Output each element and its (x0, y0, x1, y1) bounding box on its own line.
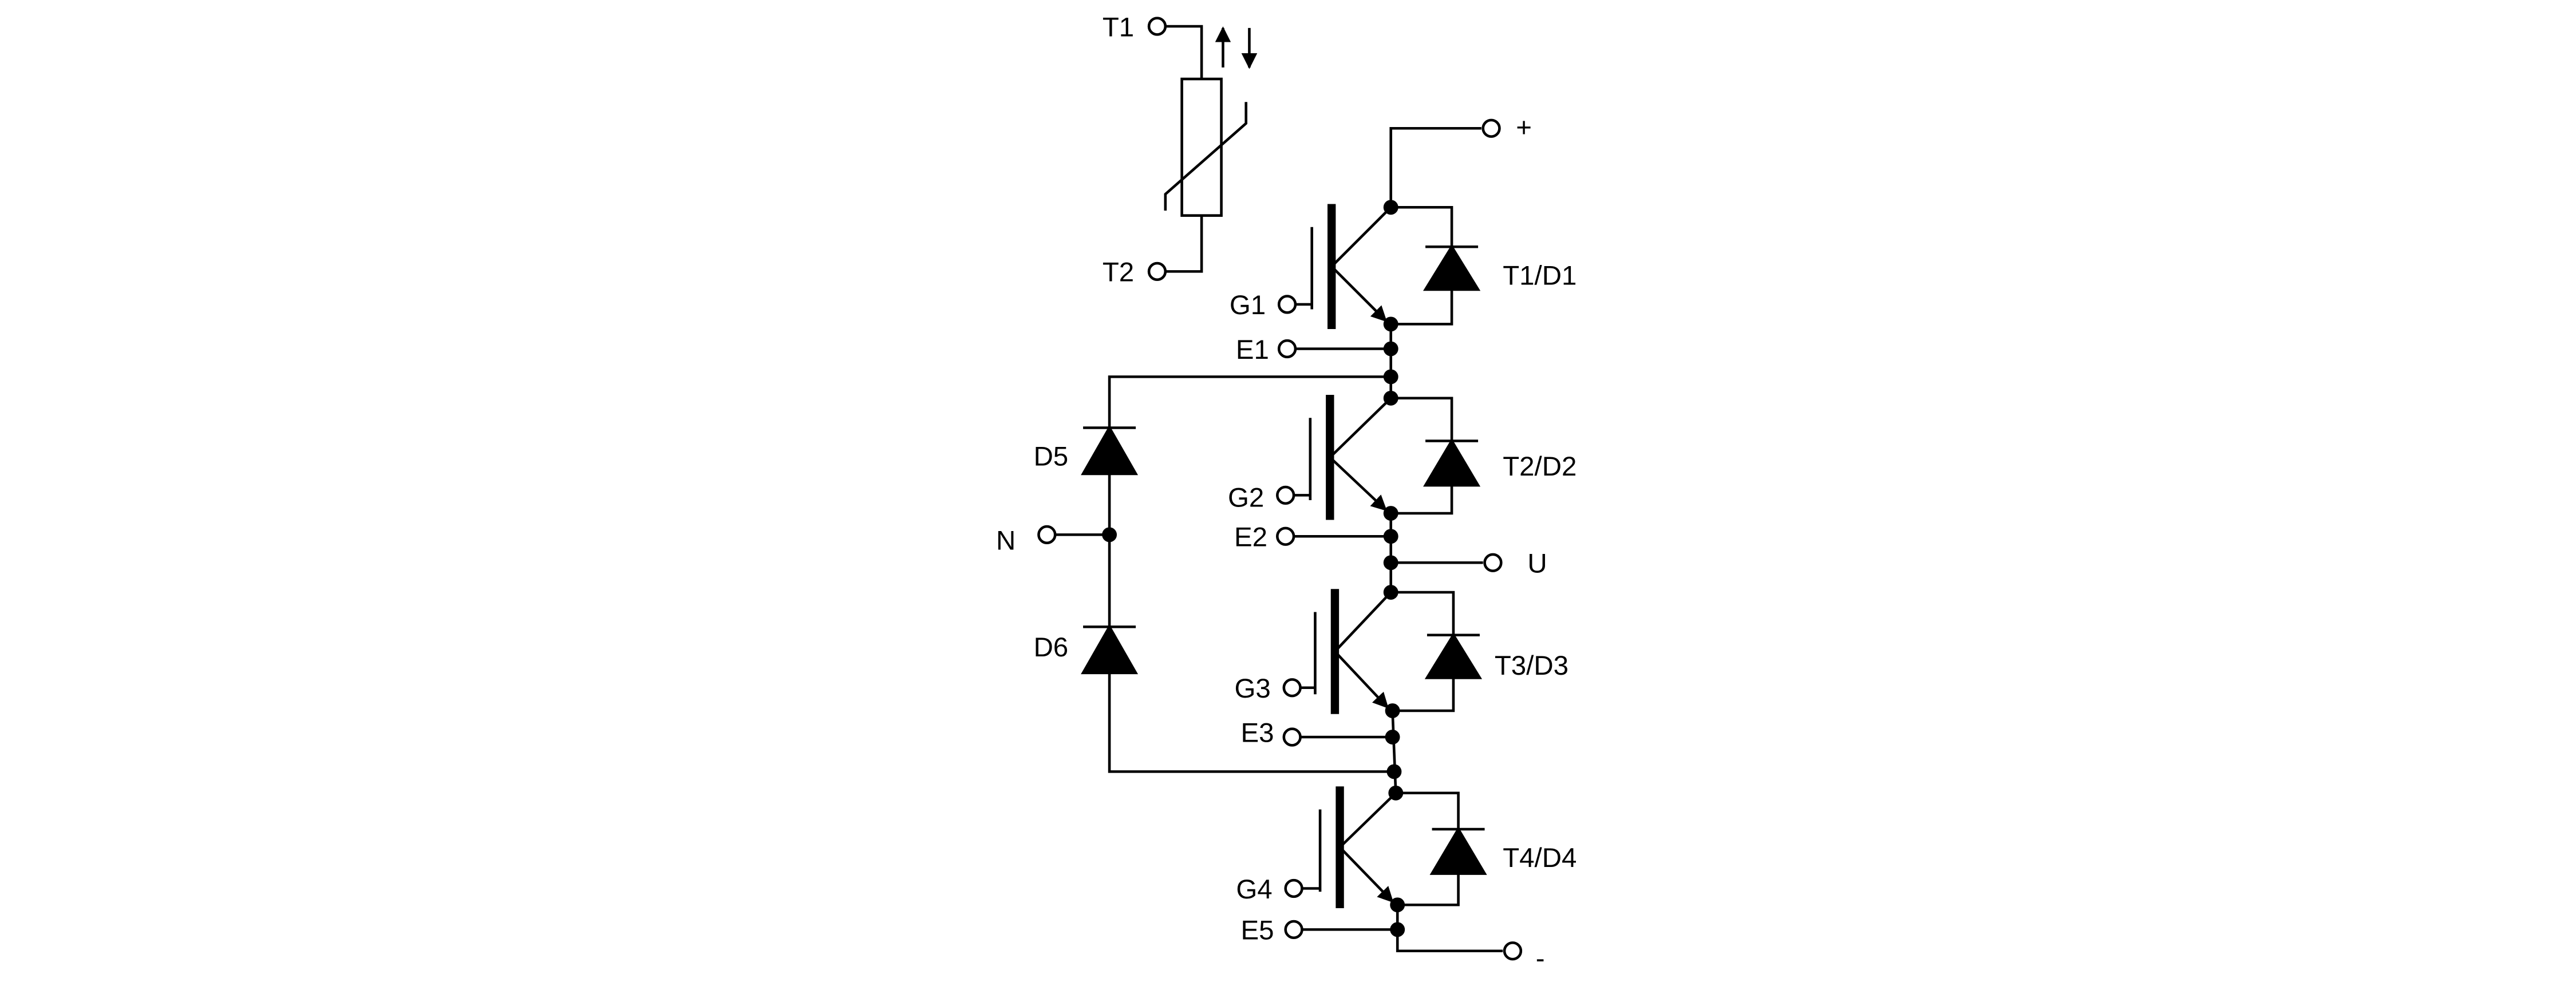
label-t4-d4: T4/D4 (1503, 843, 1577, 873)
label-t2: T2 (1103, 258, 1134, 288)
plus-wire (1389, 126, 1481, 208)
terminal-t1-circle (1147, 17, 1167, 36)
label-g4: G4 (1236, 874, 1272, 905)
label-u: U (1527, 549, 1547, 579)
label-t1-d1: T1/D1 (1503, 260, 1577, 291)
plus-terminal-circle (1481, 118, 1501, 138)
bus-segment-3 (1391, 710, 1397, 793)
label-d6: D6 (1034, 632, 1069, 663)
switch-t1 (1277, 204, 1481, 359)
label-minus: - (1536, 944, 1545, 974)
switch-t4 (1284, 786, 1523, 961)
label-g3: G3 (1235, 674, 1271, 704)
label-t3-d3: T3/D3 (1495, 651, 1568, 681)
switch-t2 (1276, 395, 1481, 546)
switch-t3 (1282, 589, 1483, 747)
n-terminal-circle (1037, 525, 1057, 545)
label-t1: T1 (1103, 12, 1134, 42)
diode-d6 (1081, 624, 1139, 675)
label-g2: G2 (1228, 483, 1264, 513)
label-e3: E3 (1241, 718, 1274, 749)
label-t2-d2: T2/D2 (1503, 452, 1577, 482)
label-e2: E2 (1234, 522, 1267, 553)
thermistor-body (1180, 77, 1223, 217)
diode-d5 (1081, 425, 1139, 476)
terminal-t2-circle (1147, 262, 1167, 282)
clamp-branch (1037, 375, 1394, 773)
label-d5: D5 (1034, 442, 1069, 472)
labels: T1 T2 + - N U G1 E1 T1/D1 G2 E2 T2/D2 G3… (996, 12, 1577, 973)
label-plus: + (1516, 113, 1532, 143)
ntc-thermistor (1147, 17, 1258, 282)
thermistor-tc-line (1164, 102, 1247, 211)
label-e1: E1 (1236, 335, 1269, 365)
minus-terminal-circle (1503, 941, 1523, 961)
label-g1: G1 (1230, 290, 1266, 320)
u-terminal-circle (1483, 553, 1503, 572)
label-e5: E5 (1241, 916, 1274, 946)
label-n: N (996, 525, 1016, 556)
junction-dots (1102, 200, 1405, 937)
